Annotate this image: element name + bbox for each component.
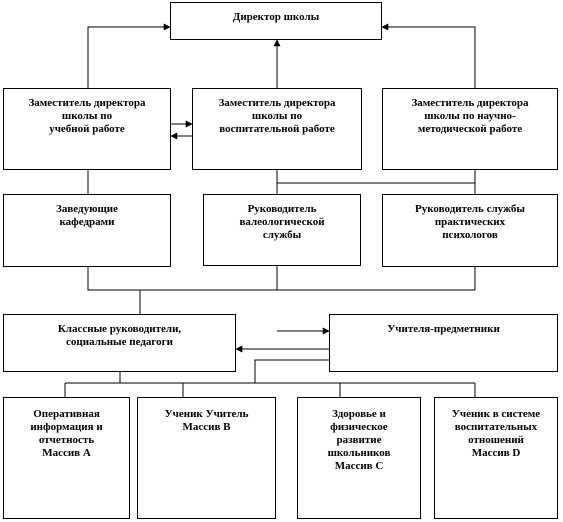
node-class-heads: Классные руководители, социальные педаго…	[3, 314, 236, 372]
node-mass-b: Ученик Учитель Массив В	[137, 397, 276, 519]
node-mass-c-label: Здоровье и физическое развитие школьнико…	[327, 408, 391, 472]
node-mass-a-label: Оперативная информация и отчетность Масс…	[30, 408, 103, 459]
node-heads-departments: Заведующие кафедрами	[3, 194, 171, 267]
node-deputy-method-label: Заместитель директора школы по научно- м…	[411, 97, 529, 135]
node-deputy-upbringing: Заместитель директора школы по воспитате…	[192, 88, 362, 170]
line-method-to-director	[381, 23, 476, 88]
node-mass-b-label: Ученик Учитель Массив В	[164, 408, 249, 433]
node-deputy-method: Заместитель директора школы по научно- м…	[382, 88, 558, 170]
line-study-to-director	[87, 23, 171, 88]
node-deputy-study: Заместитель директора школы по учебной р…	[3, 88, 171, 170]
node-class-heads-label: Классные руководители, социальные педаго…	[57, 323, 182, 348]
node-deputy-study-label: Заместитель директора школы по учебной р…	[28, 97, 146, 135]
node-head-valeology: Руководитель валеологической службы	[203, 194, 361, 266]
node-mass-d: Ученик в системе воспитательных отношени…	[434, 397, 558, 519]
node-subject-teachers: Учителя-предметники	[329, 314, 558, 372]
node-deputy-upbringing-label: Заместитель директора школы по воспитате…	[218, 97, 336, 135]
node-head-psychologists-label: Руководитель службы практических психоло…	[415, 203, 525, 241]
node-mass-a: Оперативная информация и отчетность Масс…	[3, 397, 130, 519]
node-head-valeology-label: Руководитель валеологической службы	[239, 203, 325, 241]
node-head-psychologists: Руководитель службы практических психоло…	[382, 194, 558, 267]
node-director-label: Директор школы	[232, 11, 320, 23]
node-mass-d-label: Ученик в системе воспитательных отношени…	[451, 408, 541, 459]
node-heads-departments-label: Заведующие кафедрами	[56, 203, 118, 228]
node-mass-c: Здоровье и физическое развитие школьнико…	[297, 397, 421, 519]
node-director: Директор школы	[170, 2, 382, 40]
node-subject-teachers-label: Учителя-предметники	[387, 323, 500, 335]
